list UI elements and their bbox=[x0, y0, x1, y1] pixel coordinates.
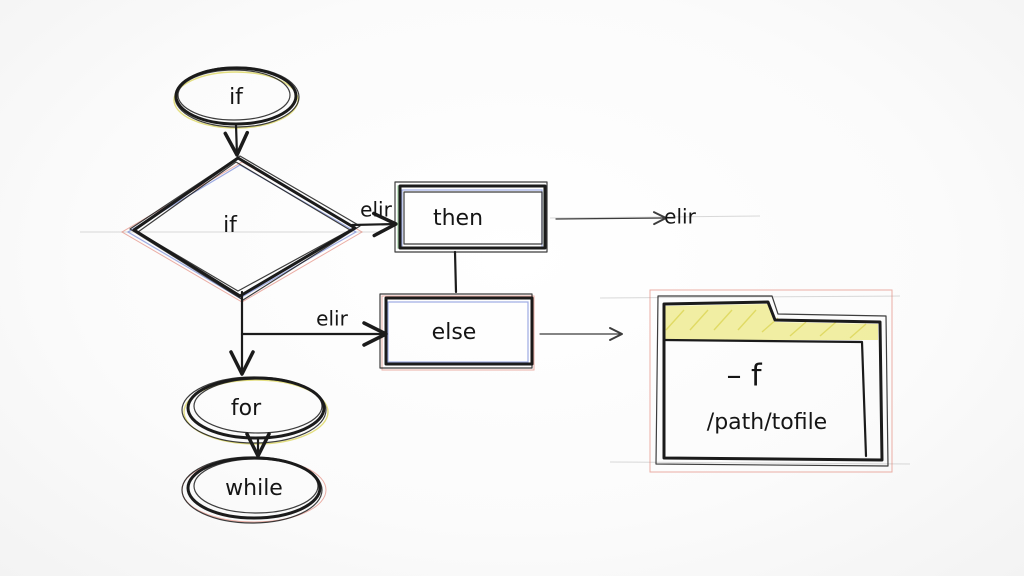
for-oval: for bbox=[181, 376, 329, 445]
else-box: else bbox=[379, 293, 535, 371]
edge-label-then: elir bbox=[360, 198, 392, 222]
while-oval: while bbox=[181, 456, 327, 524]
start-label: if bbox=[229, 85, 244, 110]
connector-then-else bbox=[453, 250, 458, 294]
then-box: then bbox=[394, 181, 548, 253]
then-label: then bbox=[433, 206, 483, 231]
folder-icon: – f /path/tofile bbox=[649, 289, 893, 473]
decision-label: if bbox=[223, 213, 238, 238]
folder-path-label: /path/tofile bbox=[707, 410, 827, 435]
folder-flag-label: – f bbox=[726, 359, 763, 394]
start-oval: if bbox=[173, 66, 300, 129]
for-label: for bbox=[231, 396, 262, 421]
arrow-then-out: elir bbox=[555, 205, 697, 229]
edge-label-then-out: elir bbox=[664, 205, 696, 229]
else-label: else bbox=[432, 320, 477, 345]
decision-diamond: if bbox=[121, 155, 363, 303]
arrow-decision-to-else: elir bbox=[240, 290, 388, 347]
arrow-decision-to-then: elir bbox=[350, 198, 398, 238]
arrow-start-to-decision bbox=[223, 123, 250, 157]
while-label: while bbox=[225, 476, 283, 501]
edge-label-else: elir bbox=[316, 307, 348, 331]
